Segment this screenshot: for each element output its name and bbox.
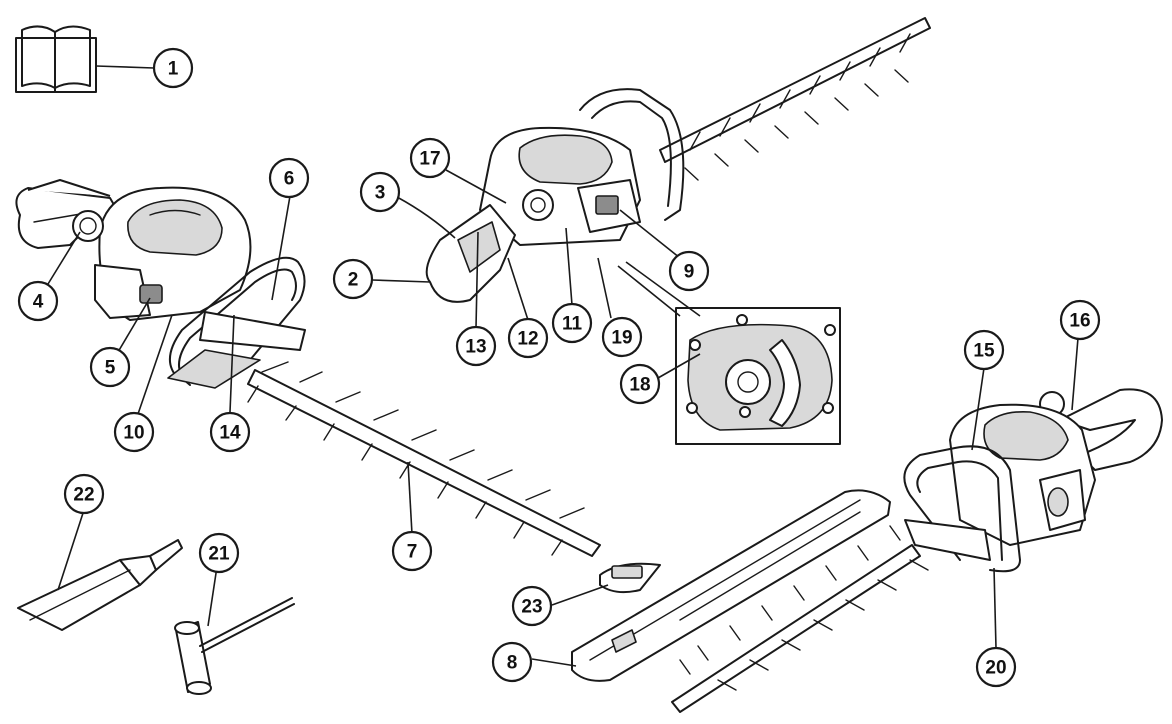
callout-18-label: 18 bbox=[629, 375, 650, 396]
callout-22: 22 bbox=[63, 473, 105, 515]
callout-6: 6 bbox=[268, 157, 310, 199]
callout-19: 19 bbox=[601, 316, 643, 358]
callout-14: 14 bbox=[209, 411, 251, 453]
callout-11: 11 bbox=[551, 302, 593, 344]
callout-16-label: 16 bbox=[1069, 311, 1090, 332]
callout-16: 16 bbox=[1059, 299, 1101, 341]
callout-9: 9 bbox=[668, 250, 710, 292]
leader-lines bbox=[47, 65, 1079, 667]
hedge-trimmer-right-view bbox=[671, 388, 1163, 713]
callout-23: 23 bbox=[511, 585, 553, 627]
callout-4-label: 4 bbox=[33, 292, 44, 313]
callout-1-label: 1 bbox=[168, 59, 179, 80]
callout-7: 7 bbox=[391, 530, 433, 572]
callout-13: 13 bbox=[455, 325, 497, 367]
hedge-trimmer-left-view bbox=[15, 179, 601, 557]
callout-13-label: 13 bbox=[465, 337, 486, 358]
callout-10: 10 bbox=[113, 411, 155, 453]
callout-23-label: 23 bbox=[521, 597, 542, 618]
hedge-trimmer-top-view bbox=[425, 17, 931, 303]
cover-clip-icon bbox=[599, 562, 661, 594]
callouts: 1 2 3 4 5 6 7 8 9 10 11 12 13 14 15 16 1… bbox=[17, 47, 1101, 688]
callout-8-label: 8 bbox=[507, 653, 518, 674]
callout-12-label: 12 bbox=[517, 329, 538, 350]
callout-10-label: 10 bbox=[123, 423, 144, 444]
callout-2-label: 2 bbox=[348, 270, 359, 291]
manual-book-icon bbox=[15, 25, 97, 93]
callout-14-label: 14 bbox=[219, 423, 241, 444]
callout-15-label: 15 bbox=[973, 341, 995, 362]
callout-6-label: 6 bbox=[284, 169, 295, 190]
callout-12: 12 bbox=[507, 317, 549, 359]
callout-2: 2 bbox=[332, 258, 374, 300]
callout-15: 15 bbox=[963, 329, 1005, 371]
blade-cover-icon bbox=[571, 489, 891, 682]
callout-8: 8 bbox=[491, 641, 533, 683]
gearbox-detail-inset bbox=[675, 307, 841, 445]
callout-20: 20 bbox=[975, 646, 1017, 688]
callout-22-label: 22 bbox=[73, 485, 94, 506]
callout-3: 3 bbox=[359, 171, 401, 213]
callout-21-label: 21 bbox=[208, 544, 230, 565]
callout-1: 1 bbox=[152, 47, 194, 89]
callout-11-label: 11 bbox=[562, 314, 583, 335]
callout-21: 21 bbox=[198, 532, 240, 574]
callout-17-label: 17 bbox=[419, 149, 440, 170]
callout-18: 18 bbox=[619, 363, 661, 405]
callout-7-label: 7 bbox=[407, 542, 418, 563]
callout-4: 4 bbox=[17, 280, 59, 322]
spanner-icon bbox=[174, 597, 295, 695]
callout-5: 5 bbox=[89, 346, 131, 388]
callout-20-label: 20 bbox=[985, 658, 1006, 679]
callout-9-label: 9 bbox=[684, 262, 695, 283]
callout-5-label: 5 bbox=[105, 358, 116, 379]
grease-tube-icon bbox=[17, 539, 183, 631]
callout-19-label: 19 bbox=[611, 328, 632, 349]
callout-17: 17 bbox=[409, 137, 451, 179]
callout-3-label: 3 bbox=[375, 183, 386, 204]
